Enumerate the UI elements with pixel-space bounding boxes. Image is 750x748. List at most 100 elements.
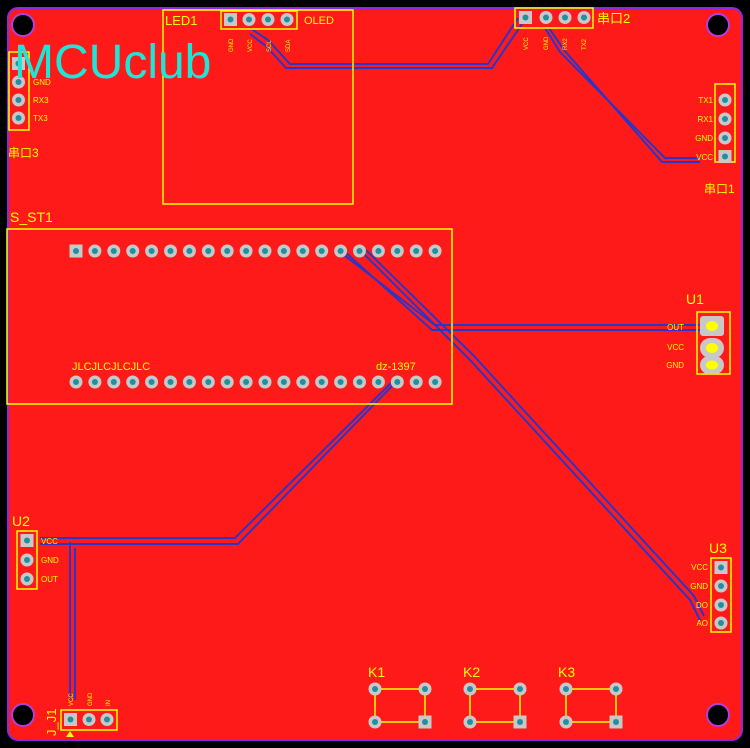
serial1-pin-labels: TX1 RX1 GND VCC — [695, 96, 713, 162]
s-st1-top-pin-hole — [148, 248, 155, 254]
k2-button: K2 — [463, 664, 527, 729]
serial3-header — [8, 51, 30, 131]
s-st1-bottom-pin-hole — [110, 379, 117, 385]
j1-outline — [60, 709, 118, 731]
serial3-label: 串口3 — [8, 146, 39, 160]
oled-header — [220, 10, 298, 30]
svg-text:GND: GND — [33, 78, 51, 87]
s-st1-top-pin-hole — [318, 248, 325, 254]
s-st1-outline — [6, 228, 453, 405]
led1-label: LED1 — [165, 13, 198, 28]
svg-text:K2: K2 — [463, 664, 480, 680]
s-st1-bottom-pin-hole — [394, 379, 401, 385]
oled-outline — [162, 9, 354, 205]
u3-pin-labels: VCC GND DO AO — [690, 563, 708, 628]
s-st1-bottom-pin-hole — [205, 379, 212, 385]
u2-outline — [16, 530, 38, 590]
k3-button: K3 — [558, 664, 623, 729]
s-st1-top-pin-hole — [413, 248, 420, 254]
j1-pins — [64, 713, 114, 726]
u3-label: U3 — [709, 540, 727, 556]
s-st1-bottom-pin-hole — [224, 379, 231, 385]
svg-text:OUT: OUT — [41, 575, 58, 584]
svg-text:TX3: TX3 — [33, 114, 48, 123]
s-st1-top-pin-hole — [167, 248, 174, 254]
svg-text:AO: AO — [696, 619, 708, 628]
svg-text:GND: GND — [88, 692, 94, 706]
s-st1-bottom-pin-hole — [318, 379, 325, 385]
s-st1-top-pin-hole — [110, 248, 117, 254]
oled-pins — [224, 13, 294, 26]
s-st1-bottom-pins — [69, 375, 442, 389]
board-logo: MCUclub — [14, 36, 211, 89]
u3-pins — [714, 561, 728, 630]
s-st1-top-pin-hole — [262, 248, 268, 254]
s-st1-bottom-pin-hole — [129, 379, 136, 385]
s-st1-bottom-pin-hole — [375, 379, 382, 385]
copper-pour — [7, 7, 743, 741]
s-st1-bottom-pin-hole — [186, 379, 193, 385]
j1-label: J_J1 — [44, 709, 59, 736]
serial2-header — [514, 7, 594, 29]
svg-text:SCL: SCL — [267, 40, 273, 52]
oled-label: OLED — [304, 15, 334, 27]
u3-outline — [710, 557, 732, 633]
s-st1-bottom-pin-hole — [337, 379, 344, 385]
s-st1-bottom-pin-hole — [91, 379, 98, 385]
serial3-pin-labels: GND RX3 TX3 — [33, 78, 51, 123]
serial1-label: 串口1 — [704, 182, 735, 196]
s-st1-top-pin-hole — [337, 248, 344, 254]
s-st1-top-pin-hole — [224, 248, 231, 254]
s-st1-bottom-pin-hole — [167, 379, 174, 385]
j1-pin1-marker — [66, 731, 74, 737]
s-st1-top-pin-hole — [432, 248, 439, 254]
svg-text:IN: IN — [106, 700, 112, 706]
mounting-holes — [11, 13, 730, 727]
s-st1-bottom-pin-hole — [280, 379, 287, 385]
k1-button: K1 — [368, 664, 432, 729]
svg-text:VCC: VCC — [69, 693, 75, 706]
serial2-pin-labels: VCC GND RX2 TX2 — [524, 36, 588, 50]
s-st1-bottom-pin-hole — [243, 379, 250, 385]
s-st1-top-pin-hole — [243, 248, 250, 254]
u1-label: U1 — [686, 291, 704, 307]
svg-text:RX2: RX2 — [563, 38, 569, 50]
svg-text:GND: GND — [690, 582, 708, 591]
svg-text:VCC: VCC — [691, 563, 708, 572]
svg-text:VCC: VCC — [524, 37, 530, 50]
s-st1-bottom-pin-hole — [299, 379, 306, 385]
svg-text:OUT: OUT — [667, 323, 684, 332]
s-st1-top-pin-hole — [91, 248, 98, 254]
svg-text:K1: K1 — [368, 664, 385, 680]
s-st1-top-pin-hole — [299, 248, 306, 254]
s-st1-top-pin-hole — [129, 248, 136, 254]
u1-pins — [700, 316, 724, 374]
dz-label: dz-1397 — [376, 361, 416, 373]
s-st1-top-pin-hole — [205, 248, 212, 254]
svg-text:GND: GND — [229, 38, 235, 52]
j1-pin-labels: VCC GND IN — [69, 692, 112, 706]
svg-text:RX3: RX3 — [33, 96, 49, 105]
svg-text:K3: K3 — [558, 664, 575, 680]
serial3-pins — [12, 57, 25, 125]
s-st1-bottom-pin-hole — [262, 379, 268, 385]
jlc-label: JLCJLCJLCJLC — [72, 361, 150, 373]
s-st1-top-pin-hole — [73, 248, 79, 254]
serial2-label: 串口2 — [597, 11, 630, 26]
u2-label: U2 — [12, 513, 30, 529]
serial1-pins — [718, 93, 732, 163]
svg-text:SDA: SDA — [286, 40, 292, 52]
svg-text:GND: GND — [695, 134, 713, 143]
traces — [40, 17, 705, 700]
serial2-pins — [519, 11, 591, 24]
s-st1-top-pin-hole — [375, 248, 382, 254]
s-st1-top-pin-hole — [186, 248, 193, 254]
s-st1-top-pin-hole — [356, 248, 363, 254]
oled-pin-labels: GND VCC SCL SDA — [229, 38, 292, 52]
svg-text:RX1: RX1 — [697, 115, 713, 124]
svg-text:VCC: VCC — [41, 537, 58, 546]
svg-text:TX1: TX1 — [698, 96, 713, 105]
s-st1-bottom-pin-hole — [413, 379, 420, 385]
svg-text:DO: DO — [696, 601, 708, 610]
